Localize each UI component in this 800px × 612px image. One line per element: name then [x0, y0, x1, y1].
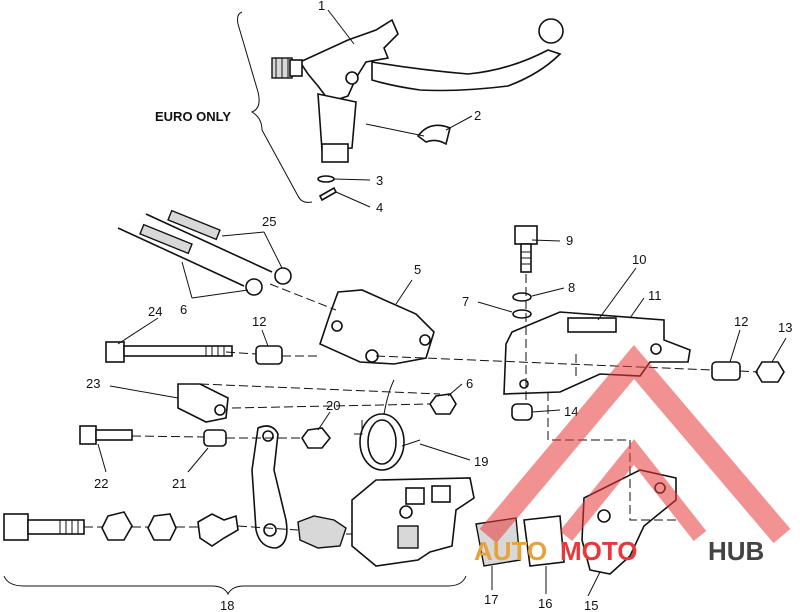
callout-24: 24	[148, 304, 162, 319]
callout-9: 9	[566, 233, 573, 248]
watermark-logo	[479, 344, 791, 544]
bushing-part	[203, 429, 227, 447]
lever-shim-part	[416, 124, 451, 146]
bracket-part	[319, 289, 435, 365]
callout-14: 14	[564, 404, 578, 419]
callout-20: 20	[326, 398, 340, 413]
spacer-part-left	[255, 345, 283, 365]
callout-22: 22	[94, 476, 108, 491]
nut-part-20	[301, 427, 332, 449]
pin-part	[318, 186, 338, 202]
callout-25: 25	[262, 214, 276, 229]
small-washer-part	[317, 175, 335, 183]
lower-spacer-part	[511, 403, 533, 421]
callout-8: 8	[568, 280, 575, 295]
callout-6-right: 6	[466, 376, 473, 391]
euro-only-label: EURO ONLY	[155, 109, 231, 124]
nut-part-6-right	[429, 393, 457, 415]
short-bolt-part	[79, 425, 133, 445]
euro-only-bracket	[237, 11, 313, 203]
clevis-part	[177, 383, 229, 423]
brake-cables	[117, 209, 292, 296]
callout-6-left: 6	[180, 302, 187, 317]
return-spring-part	[359, 379, 421, 471]
callout-19: 19	[474, 454, 488, 469]
callout-1: 1	[318, 0, 325, 13]
callout-17: 17	[484, 592, 498, 607]
svg-text:MOTO: MOTO	[560, 536, 638, 566]
watermark-text: AUTO MOTO HUB	[474, 536, 764, 566]
washer-part-8	[512, 292, 532, 302]
nut-part-13	[755, 361, 785, 383]
callout-3: 3	[376, 173, 383, 188]
callout-5: 5	[414, 262, 421, 277]
callout-12-right: 12	[734, 314, 748, 329]
spacer-part-right	[711, 361, 741, 381]
callout-10: 10	[632, 252, 646, 267]
callout-11: 11	[648, 288, 662, 303]
callout-23: 23	[86, 376, 100, 391]
callout-18: 18	[220, 598, 234, 612]
bottom-linkage-assembly	[3, 511, 347, 549]
callout-21: 21	[172, 476, 186, 491]
pedal-arm-part	[251, 425, 288, 549]
callout-16: 16	[538, 596, 552, 611]
long-bolt-part	[105, 341, 233, 363]
brake-pad-part-16	[523, 515, 565, 567]
callout-7: 7	[462, 294, 469, 309]
callout-12-left: 12	[252, 314, 266, 329]
svg-text:AUTO: AUTO	[474, 536, 547, 566]
callout-4: 4	[376, 200, 383, 215]
callout-2: 2	[474, 108, 481, 123]
callout-15: 15	[584, 598, 598, 612]
callout-13: 13	[778, 320, 792, 335]
washer-part-7	[512, 309, 532, 319]
assembly-18-bracket	[3, 575, 467, 596]
svg-text:HUB: HUB	[708, 536, 764, 566]
top-bolt-part	[514, 225, 538, 273]
brake-lever-assembly	[271, 18, 564, 163]
